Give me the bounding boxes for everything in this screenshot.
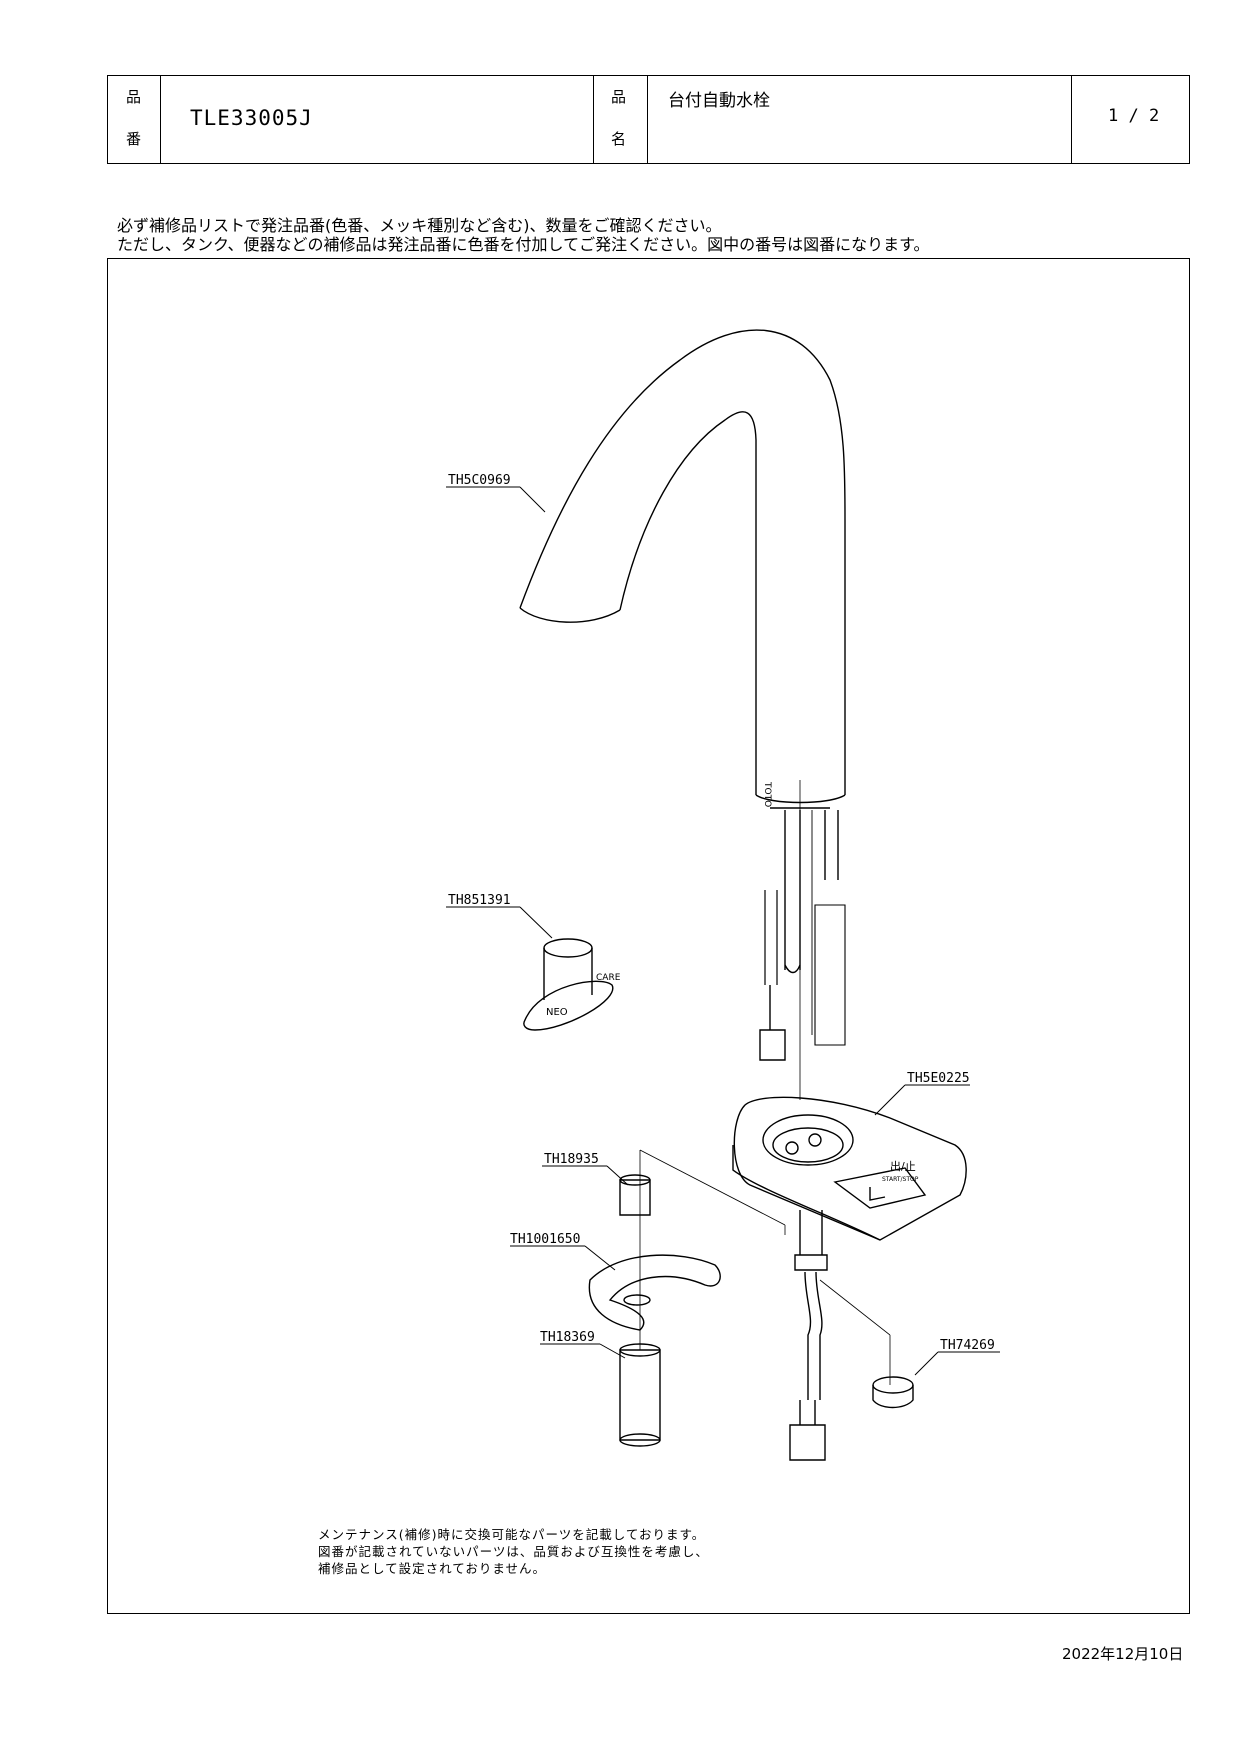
part-label: TH851391 bbox=[448, 893, 511, 908]
maintenance-note-line-2: 図番が記載されていないパーツは、品質および互換性を考慮し、 bbox=[318, 1544, 709, 1559]
tool-part bbox=[523, 938, 614, 1031]
spout-hose bbox=[759, 810, 846, 1061]
tool-marking: NEO bbox=[546, 1007, 568, 1018]
base-text: START/STOP bbox=[882, 1176, 919, 1183]
clip-part bbox=[872, 1376, 914, 1409]
part-label: TH5E0225 bbox=[907, 1071, 970, 1086]
maintenance-note-line-1: メンテナンス(補修)時に交換可能なパーツを記載しております。 bbox=[318, 1527, 706, 1542]
part-label: TH1001650 bbox=[510, 1232, 580, 1247]
horseshoe-plate bbox=[588, 1254, 721, 1331]
title-block: 品 番 TLE33005J 品 名 台付自動水栓 1 / 2 bbox=[107, 75, 1190, 164]
notice-line-2: ただし、タンク、便器などの補修品は発注品番に色番を付加してご発注ください。図中の… bbox=[117, 235, 930, 254]
part-label: TH18369 bbox=[540, 1330, 595, 1345]
notice-line-1: 必ず補修品リストで発注品番(色番、メッキ種別など含む)、数量をご確認ください。 bbox=[117, 216, 722, 235]
hinban-label: 番 bbox=[126, 130, 142, 148]
page-number: 1 / 2 bbox=[1108, 106, 1160, 126]
divider bbox=[160, 76, 161, 163]
sensor-base bbox=[732, 1096, 967, 1241]
drawing-frame bbox=[107, 258, 1190, 1614]
maintenance-note-line-3: 補修品として設定されておりません。 bbox=[318, 1561, 547, 1576]
leader-lines bbox=[446, 486, 1000, 1376]
hinmei-label: 名 bbox=[611, 130, 627, 148]
assembly-lines bbox=[639, 780, 891, 1385]
faucet-spout bbox=[519, 329, 846, 809]
part-label: TH5C0969 bbox=[448, 473, 511, 488]
long-nut-part bbox=[619, 1343, 661, 1447]
tool-marking: CARE bbox=[596, 973, 621, 983]
hinban-label: 品 bbox=[126, 88, 142, 106]
model-number: TLE33005J bbox=[190, 106, 313, 130]
divider bbox=[647, 76, 648, 163]
valve-stem bbox=[789, 1210, 828, 1461]
hinmei-label: 品 bbox=[611, 88, 627, 106]
part-label: TH74269 bbox=[940, 1338, 995, 1353]
base-symbol: 出/止 bbox=[890, 1159, 916, 1173]
brand-marking: TOTO bbox=[762, 781, 772, 807]
divider bbox=[593, 76, 594, 163]
part-label: TH18935 bbox=[544, 1152, 599, 1167]
nut-part bbox=[619, 1174, 651, 1216]
divider bbox=[1071, 76, 1072, 163]
issue-date: 2022年12月10日 bbox=[1062, 1645, 1184, 1663]
product-name: 台付自動水栓 bbox=[668, 91, 770, 111]
